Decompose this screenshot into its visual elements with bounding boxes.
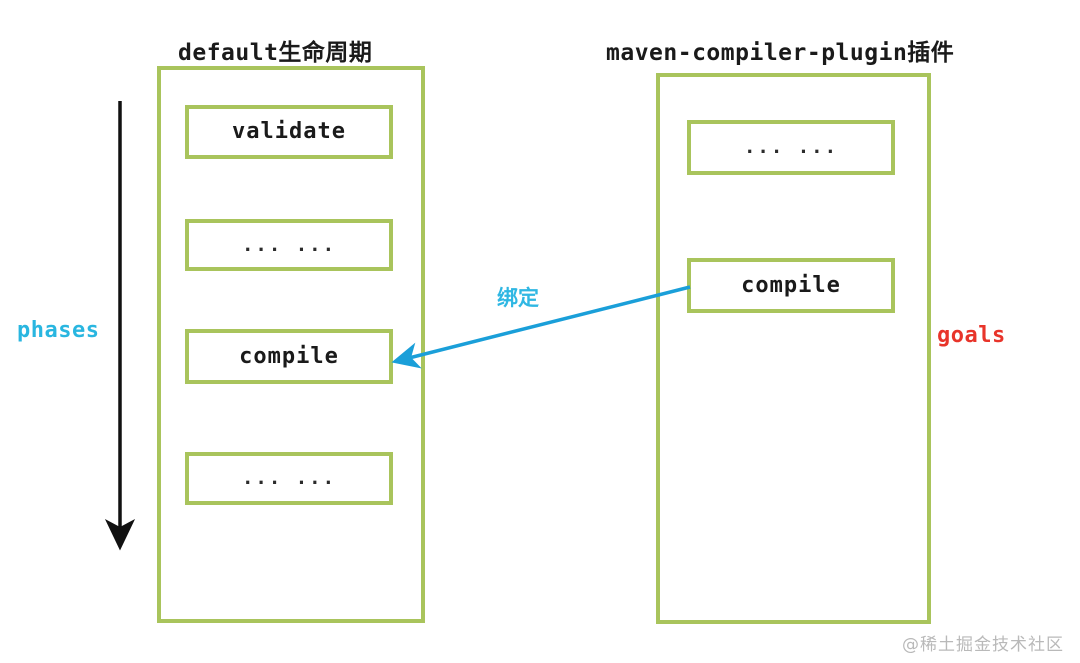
phase-label-compile: compile [239, 343, 339, 369]
phases-caption: phases [17, 318, 100, 343]
phase-label-ellipsis-upper: ... ... [241, 233, 337, 256]
phase-box-ellipsis-lower[interactable]: ... ... [185, 452, 393, 505]
plugin-column-title: maven-compiler-plugin插件 [606, 40, 955, 66]
watermark: @稀土掘金技术社区 [902, 635, 1064, 655]
binding-label: 绑定 [497, 286, 539, 310]
goals-caption: goals [937, 323, 1006, 348]
goal-label-ellipsis: ... ... [743, 136, 839, 158]
phase-box-compile[interactable]: compile [185, 329, 393, 384]
goal-box-ellipsis[interactable]: ... ... [687, 120, 895, 175]
binding-arrow [391, 285, 691, 369]
phase-box-validate[interactable]: validate [185, 105, 393, 159]
goal-label-compile: compile [741, 272, 841, 298]
goal-box-compile[interactable]: compile [687, 258, 895, 313]
phase-label-validate: validate [232, 119, 346, 144]
phase-label-ellipsis-lower: ... ... [241, 467, 337, 489]
phase-box-ellipsis-upper[interactable]: ... ... [185, 219, 393, 271]
lifecycle-column-title: default生命周期 [178, 40, 373, 66]
